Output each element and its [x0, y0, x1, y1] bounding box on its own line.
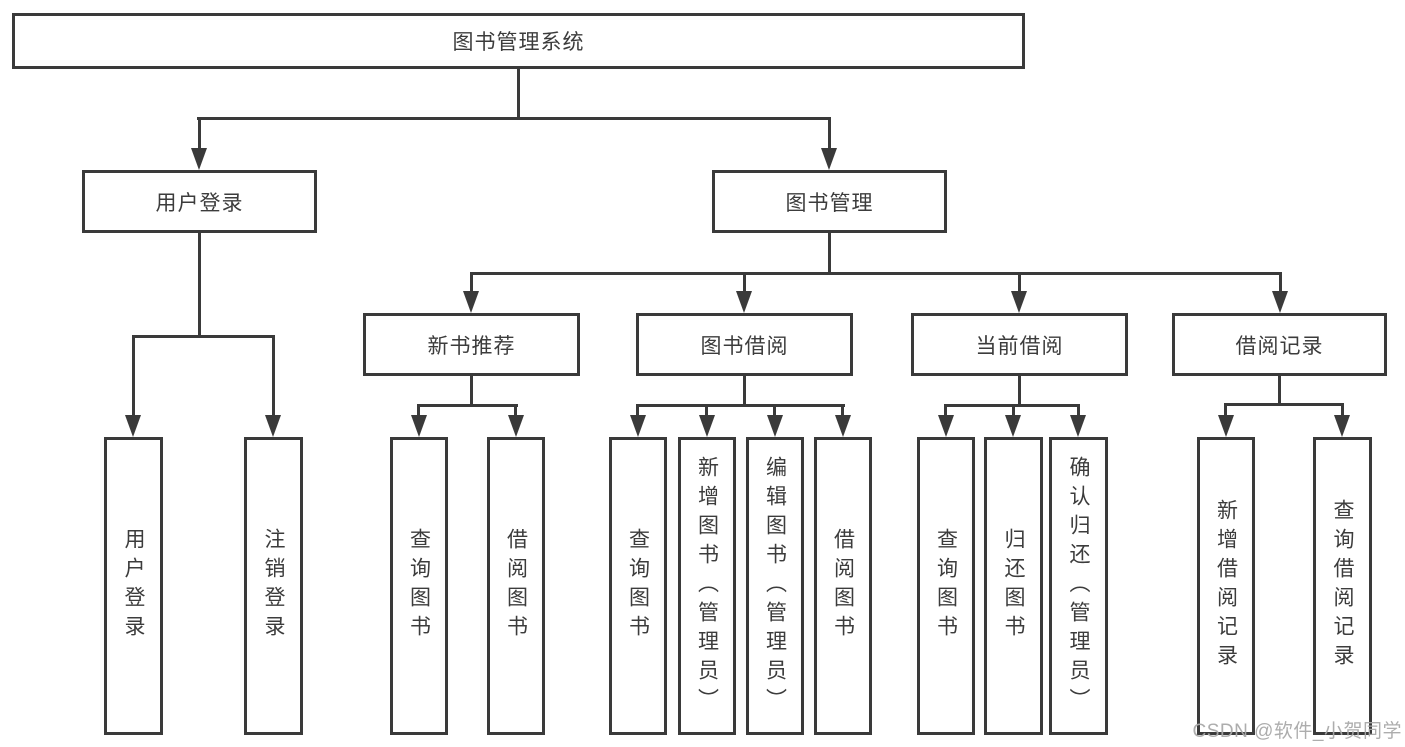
- connector-sec0-bar: [418, 404, 518, 407]
- leaf-rec-borrow-books: 借阅图书: [487, 437, 545, 735]
- connector-stub: [1341, 403, 1344, 417]
- connector-stub: [272, 335, 275, 417]
- connector-stub: [1018, 272, 1021, 293]
- leaf-logout-login: 注销登录: [244, 437, 303, 735]
- arrow-down-icon: [191, 148, 207, 170]
- arrow-down-icon: [821, 148, 837, 170]
- connector-stub: [944, 404, 947, 417]
- connector-stub: [705, 404, 708, 417]
- leaf-cb-query-books: 查询图书: [917, 437, 975, 735]
- connector-stub: [198, 117, 201, 150]
- node-user-login: 用户登录: [82, 170, 317, 233]
- node-book-management: 图书管理: [712, 170, 947, 233]
- leaf-bb-add-books-admin: 新增图书（管理员）: [678, 437, 736, 735]
- leaf-bb-borrow-books: 借阅图书: [814, 437, 872, 735]
- connector-stub: [514, 404, 517, 417]
- watermark-csdn: CSDN @软件_小贺同学: [1192, 721, 1402, 742]
- arrow-down-icon: [265, 415, 281, 437]
- arrow-down-icon: [1334, 415, 1350, 437]
- connector-sec0-stem: [470, 376, 473, 405]
- connector-stub: [841, 404, 844, 417]
- connector-sec1-stem: [743, 376, 746, 405]
- arrow-down-icon: [1070, 415, 1086, 437]
- connector-stub: [1012, 404, 1015, 417]
- connector-user-bar: [132, 335, 275, 338]
- node-library-system: 图书管理系统: [12, 13, 1025, 69]
- arrow-down-icon: [699, 415, 715, 437]
- connector-stub: [773, 404, 776, 417]
- connector-sec3-bar: [1224, 403, 1344, 406]
- arrow-down-icon: [630, 415, 646, 437]
- arrow-down-icon: [736, 291, 752, 313]
- arrow-down-icon: [767, 415, 783, 437]
- node-new-book-recommend: 新书推荐: [363, 313, 580, 376]
- leaf-cb-return-books: 归还图书: [984, 437, 1043, 735]
- connector-user-stem: [198, 233, 201, 335]
- connector-sec1-bar: [636, 404, 845, 407]
- leaf-bb-query-books: 查询图书: [609, 437, 667, 735]
- connector-stub: [417, 404, 420, 417]
- connector-sec2-stem: [1018, 376, 1021, 405]
- connector-stub: [743, 272, 746, 293]
- leaf-rec-query-books: 查询图书: [390, 437, 448, 735]
- connector-stub: [828, 117, 831, 150]
- connector-stub: [132, 335, 135, 417]
- arrow-down-icon: [508, 415, 524, 437]
- node-current-borrow: 当前借阅: [911, 313, 1128, 376]
- leaf-user-login: 用户登录: [104, 437, 163, 735]
- connector-book-stem: [828, 233, 831, 272]
- arrow-down-icon: [463, 291, 479, 313]
- node-book-borrow: 图书借阅: [636, 313, 853, 376]
- arrow-down-icon: [835, 415, 851, 437]
- arrow-down-icon: [411, 415, 427, 437]
- leaf-br-add-record: 新增借阅记录: [1197, 437, 1255, 735]
- leaf-br-query-record: 查询借阅记录: [1313, 437, 1372, 735]
- leaf-bb-edit-books-admin: 编辑图书（管理员）: [746, 437, 804, 735]
- connector-root-stem: [517, 68, 520, 117]
- node-borrow-records: 借阅记录: [1172, 313, 1387, 376]
- connector-stub: [1279, 272, 1282, 293]
- arrow-down-icon: [1005, 415, 1021, 437]
- connector-stub: [470, 272, 473, 293]
- arrow-down-icon: [1218, 415, 1234, 437]
- connector-stub: [636, 404, 639, 417]
- leaf-cb-confirm-return-admin: 确认归还（管理员）: [1049, 437, 1108, 735]
- connector-stub: [1077, 404, 1080, 417]
- arrow-down-icon: [938, 415, 954, 437]
- arrow-down-icon: [1272, 291, 1288, 313]
- connector-book-bar: [470, 272, 1282, 275]
- connector-stub: [1224, 403, 1227, 417]
- connector-root-bar: [197, 117, 831, 120]
- arrow-down-icon: [1011, 291, 1027, 313]
- arrow-down-icon: [125, 415, 141, 437]
- connector-sec3-stem: [1278, 376, 1281, 404]
